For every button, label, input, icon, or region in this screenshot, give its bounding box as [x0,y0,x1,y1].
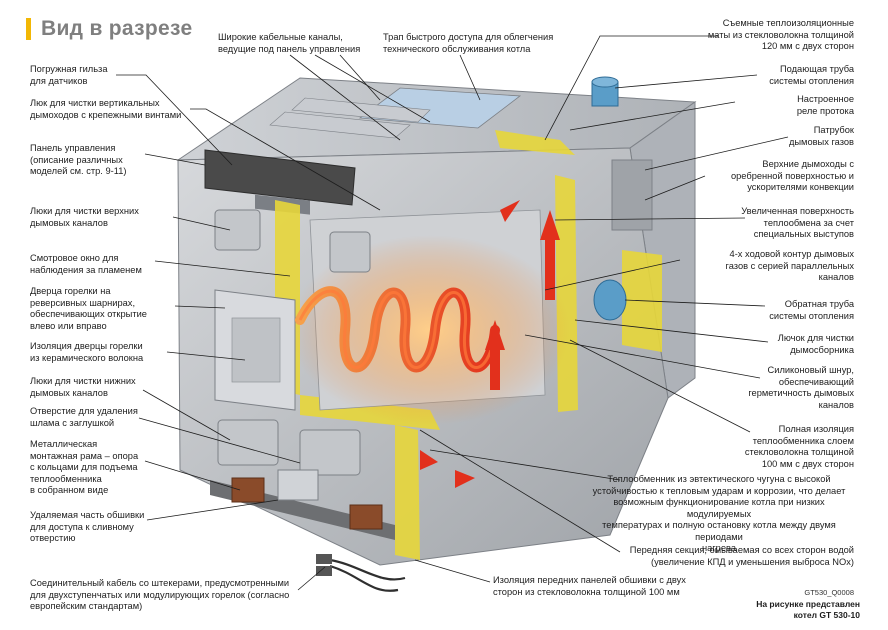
label-sludge-outlet: Отверстие для удаления шлама с заглушкой [30,406,138,428]
label-front-section: Передняя секция, омываемая со всех сторо… [629,545,854,567]
upper-cleaning-hatch-2 [329,231,371,273]
label-upper-cleaning-hatches: Люки для чистки верхних дымовых каналов [30,206,139,228]
label-full-insulation: Полная изоляция теплообменника слоем сте… [744,424,854,469]
label-sight-glass: Смотровое окно для наблюдения за пламене… [30,253,142,275]
drain-cover [277,469,319,501]
label-cable-channels: Широкие кабельные каналы, ведущие под па… [218,32,361,54]
label-mounting-frame: Металлическая монтажная рама – опора с к… [30,439,139,495]
label-enlarged-surface: Увеличенная поверхность теплообмена за с… [741,206,854,239]
label-flue-outlet: Патрубок дымовых газов [788,125,854,147]
label-control-panel: Панель управления (описание различных мо… [30,143,127,176]
lower-cleaning-hatch [217,419,279,466]
flame-coil-highlights [298,289,497,369]
return-pipe [593,279,627,321]
label-vertical-flue-hatch: Люк для чистки вертикальных дымоходов с … [30,98,182,120]
label-service-trap: Трап быстрого доступа для облегчения тех… [383,32,554,54]
label-cast-iron-exchanger: Теплообменник из эвтектического чугуна с… [592,474,846,553]
flue-gas-outlet [611,159,653,231]
connection-cable [329,558,406,592]
page-title: Вид в разрезе [41,17,193,40]
label-return-pipe: Обратная труба системы отопления [769,299,854,321]
label-supply-pipe: Подающая труба системы отопления [769,64,854,86]
cable-plug-2 [316,566,332,576]
label-insulation-mats: Съемные теплоизоляционные маты из стекло… [707,18,854,51]
supply-pipe [591,76,619,107]
insulation-front-lower [395,425,420,560]
label-silicone-cord: Силиконовый шнур, обеспечивающий гермети… [748,365,854,410]
label-smoke-box-hatch: Лючок для чистки дымосборника [777,333,854,355]
title-accent-bar [26,18,31,40]
label-burner-door: Дверца горелки на реверсивных шарнирах, … [30,286,147,331]
insulation-top-band [495,130,575,155]
label-flow-switch: Настроенное реле протока [796,94,854,116]
label-connection-cable: Соединительный кабель со штекерами, пред… [30,578,290,611]
lifting-ring-right [349,504,383,530]
figure-note: На рисунке представлен котел GT 530-10 [756,599,860,620]
label-removable-casing-part: Удаляемая часть обшивки для доступа к сл… [30,510,145,543]
label-front-panel-insulation: Изоляция передних панелей обшивки с двух… [493,575,686,597]
label-sensor-sleeve: Погружная гильза для датчиков [30,64,108,86]
label-four-pass-circuit: 4-х ходовой контур дымовых газов с серие… [725,249,854,282]
title-block: Вид в разрезе [26,14,192,44]
label-upper-flues: Верхние дымоходы с оребренной поверхност… [730,159,854,192]
upper-cleaning-hatch [214,209,261,251]
lifting-ring-left [231,477,265,503]
label-door-insulation: Изоляция дверцы горелки из керамического… [30,341,144,363]
burner-door-inner [231,317,281,383]
label-lower-cleaning-hatches: Люки для чистки нижних дымовых каналов [30,376,136,398]
cable-plug-1 [316,554,332,564]
figure-code: GT530_Q0008 [804,588,854,597]
insulation-right-panel [622,250,662,352]
lower-cleaning-hatch-2 [299,429,361,476]
